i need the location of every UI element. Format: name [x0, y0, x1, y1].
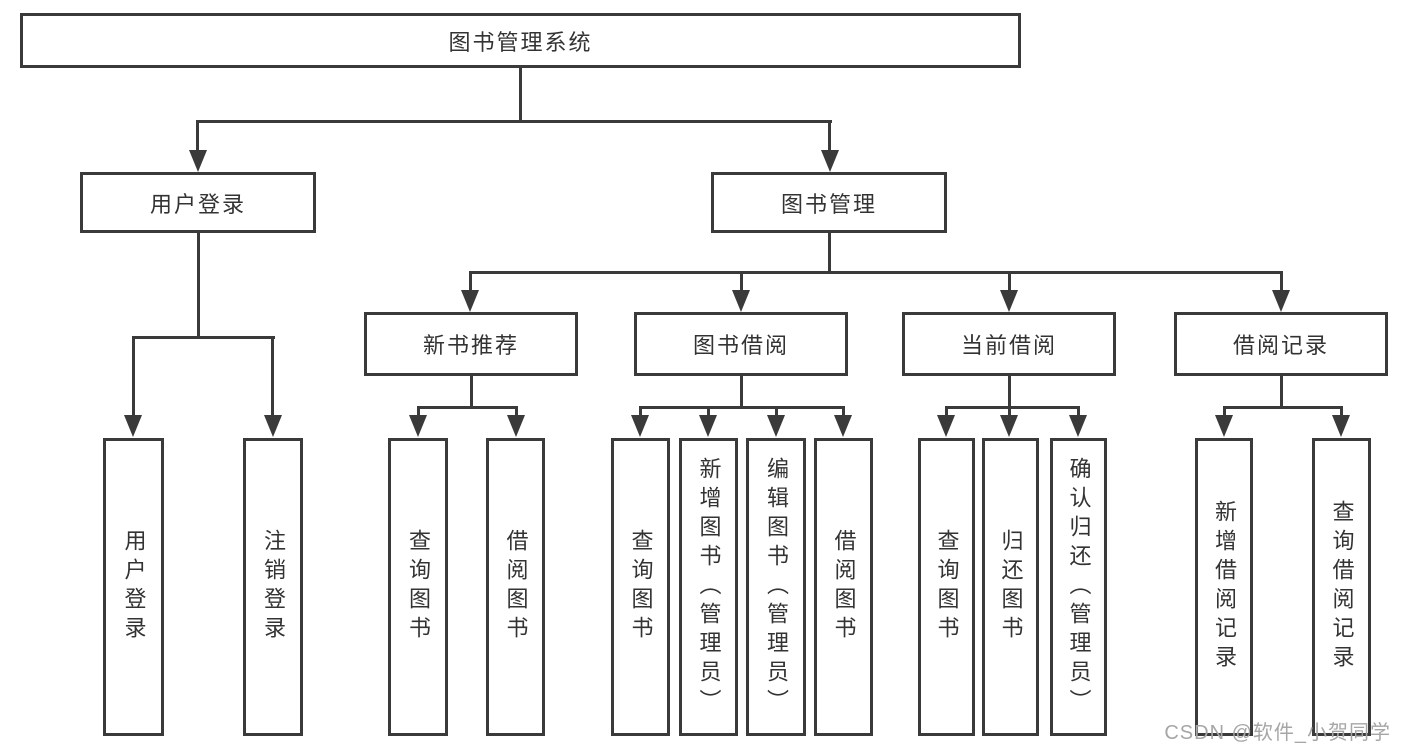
node-label: 确认归还（管理员）: [1066, 456, 1092, 718]
arrow-down-icon: [1069, 415, 1087, 437]
leaf-user-login: 用户登录: [103, 438, 164, 736]
node-label: 用户登录: [121, 529, 147, 645]
arrow-down-icon: [189, 150, 207, 172]
edge-records-horizontal: [1223, 406, 1343, 409]
arrow-down-icon: [631, 415, 649, 437]
arrow-down-icon: [834, 415, 852, 437]
arrow-down-icon: [507, 415, 525, 437]
leaf-edit-book-admin: 编辑图书（管理员）: [746, 438, 806, 736]
leaf-query-books-recommend: 查询图书: [388, 438, 448, 736]
arrow-down-icon: [821, 150, 839, 172]
edge-currentborrow-vertical: [1008, 376, 1011, 408]
arrow-down-icon: [1000, 415, 1018, 437]
arrow-down-icon: [767, 415, 785, 437]
edge-root-vertical: [519, 68, 522, 122]
edge-stub-leaf-user-login: [132, 336, 135, 417]
edge-stub-leaf-logout: [271, 336, 274, 417]
leaf-confirm-return-admin: 确认归还（管理员）: [1050, 438, 1107, 736]
node-label: 查询图书: [628, 529, 654, 645]
edge-stub: [1223, 406, 1226, 418]
leaf-add-book-admin: 新增图书（管理员）: [679, 438, 738, 736]
edge-records-vertical: [1280, 376, 1283, 408]
arrow-down-icon: [937, 415, 955, 437]
edge-bookborrow-vertical: [740, 376, 743, 408]
edge-userlogin-vertical: [197, 233, 200, 338]
edge-stub: [1340, 406, 1343, 418]
edge-stub: [417, 406, 420, 418]
edge-stub: [707, 406, 710, 418]
leaf-return-book: 归还图书: [982, 438, 1039, 736]
arrow-down-icon: [409, 415, 427, 437]
leaf-borrow-books: 借阅图书: [814, 438, 873, 736]
edge-stub-current-borrow: [1008, 271, 1011, 293]
node-label: 图书借阅: [692, 333, 789, 358]
node-label: 新增图书（管理员）: [696, 456, 722, 718]
arrow-down-icon: [1272, 290, 1290, 312]
edge-stub: [1077, 406, 1080, 418]
arrow-down-icon: [1215, 415, 1233, 437]
leaf-query-books-borrow: 查询图书: [611, 438, 670, 736]
edge-stub-book-borrow: [740, 271, 743, 293]
edge-bookborrow-horizontal: [639, 406, 845, 409]
node-current-borrow: 当前借阅: [902, 312, 1116, 376]
leaf-query-books-current: 查询图书: [918, 438, 975, 736]
edge-userlogin-horizontal: [132, 336, 275, 339]
node-label: 新增借阅记录: [1212, 500, 1237, 674]
leaf-borrow-books-recommend: 借阅图书: [486, 438, 545, 736]
arrow-down-icon: [1332, 415, 1350, 437]
node-label: 图书管理系统: [448, 29, 593, 55]
arrow-down-icon: [264, 415, 282, 437]
edge-stub: [775, 406, 778, 418]
node-new-book-recommend: 新书推荐: [364, 312, 578, 376]
arrow-down-icon: [699, 415, 717, 437]
edge-currentborrow-horizontal: [945, 406, 1080, 409]
node-label: 借阅图书: [503, 529, 529, 645]
arrow-down-icon: [1000, 290, 1018, 312]
edge-stub: [515, 406, 518, 418]
node-label: 注销登录: [261, 529, 286, 645]
edge-stub-book-management: [828, 120, 831, 152]
leaf-query-borrow-record: 查询借阅记录: [1312, 438, 1371, 736]
node-root-library-management-system: 图书管理系统: [20, 13, 1021, 68]
edge-bookmgmt-horizontal: [469, 271, 1283, 274]
node-label: 归还图书: [998, 529, 1024, 645]
leaf-add-borrow-record: 新增借阅记录: [1195, 438, 1253, 736]
node-label: 编辑图书（管理员）: [764, 456, 789, 718]
node-label: 图书管理: [780, 191, 877, 217]
node-label: 查询图书: [406, 529, 431, 645]
arrow-down-icon: [124, 415, 142, 437]
csdn-watermark: CSDN @软件_小贺同学: [1164, 722, 1391, 744]
edge-stub: [842, 406, 845, 418]
edge-root-horizontal: [196, 120, 832, 123]
node-label: 借阅记录: [1232, 333, 1329, 358]
edge-stub: [639, 406, 642, 418]
node-label: 借阅图书: [831, 529, 857, 645]
edge-recommend-vertical: [470, 376, 473, 408]
edge-stub: [945, 406, 948, 418]
node-label: 当前借阅: [960, 333, 1057, 358]
edge-bookmgmt-vertical: [828, 233, 831, 273]
edge-stub-user-login: [196, 120, 199, 152]
leaf-logout: 注销登录: [243, 438, 303, 736]
node-book-management: 图书管理: [711, 172, 947, 233]
edge-stub-borrow-records: [1280, 271, 1283, 293]
node-label: 新书推荐: [422, 333, 519, 358]
node-label: 查询借阅记录: [1329, 500, 1355, 674]
node-label: 用户登录: [149, 191, 246, 217]
node-borrow-records: 借阅记录: [1174, 312, 1388, 376]
arrow-down-icon: [732, 290, 750, 312]
node-user-login: 用户登录: [80, 172, 316, 233]
edge-stub: [1008, 406, 1011, 418]
edge-recommend-horizontal: [417, 406, 518, 409]
node-label: 查询图书: [934, 529, 960, 645]
node-book-borrow: 图书借阅: [634, 312, 848, 376]
arrow-down-icon: [461, 290, 479, 312]
edge-stub-new-book-recommend: [469, 271, 472, 293]
